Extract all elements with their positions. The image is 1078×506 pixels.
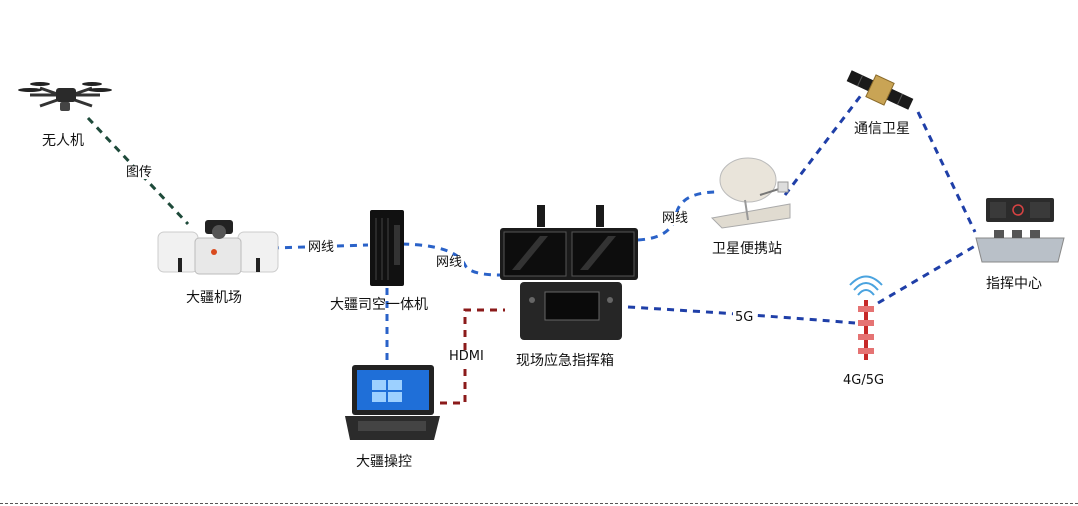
satellite-dish-icon [710,157,791,229]
edge-label-case-station: 网线 [660,211,691,226]
label-command-center: 指挥中心 [986,276,1042,292]
label-dock: 大疆机场 [186,290,242,306]
link-drone-dock [86,116,190,226]
link-dock-server [271,243,369,250]
link-satellite-center [916,111,977,233]
server-icon [370,210,404,286]
edge-label-case-tower: 5G [733,310,756,325]
label-drone: 无人机 [42,133,84,149]
link-case-station [637,190,716,242]
edge-label-drone-dock: 图传 [124,165,155,180]
dock-icon [157,220,279,275]
label-satellite: 通信卫星 [854,121,910,137]
link-tower-center [877,244,976,305]
command-case-icon [500,205,638,340]
bottom-divider [0,503,1078,504]
label-command-case: 现场应急指挥箱 [516,353,614,369]
edge-label-laptop-case: HDMI [447,349,486,364]
satellite-icon [846,70,914,110]
laptop-icon [345,365,440,440]
drone-icon [18,82,112,111]
command-center-icon [975,198,1065,263]
link-server-case [401,242,501,277]
link-station-satellite [783,93,864,196]
label-laptop: 大疆操控 [356,454,412,470]
cell-tower-icon [849,275,883,360]
label-server: 大疆司空一体机 [330,297,428,313]
edge-label-dock-server: 网线 [306,240,337,255]
label-tower: 4G/5G [843,373,885,388]
label-satellite-station: 卫星便携站 [712,241,782,257]
edge-label-server-case: 网线 [434,255,465,270]
